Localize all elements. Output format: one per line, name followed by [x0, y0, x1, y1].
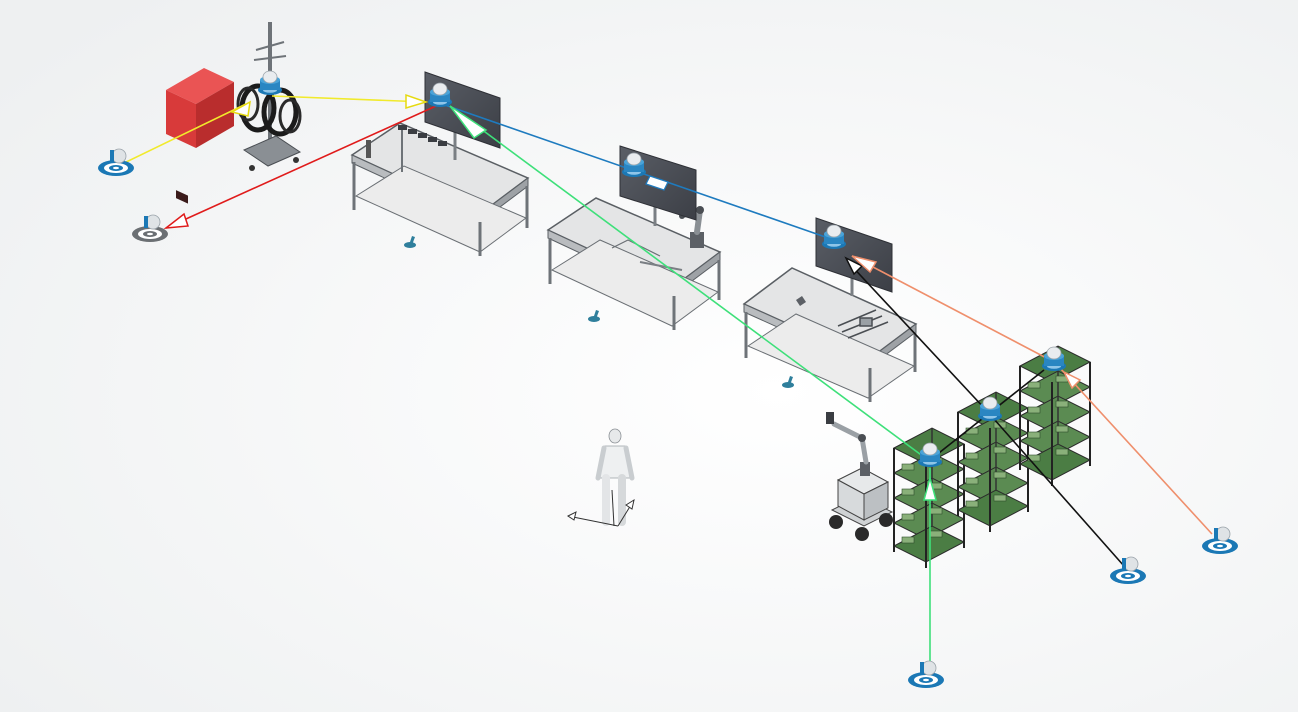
- rotation-gizmo-icon[interactable]: [567, 489, 635, 527]
- flow-line-yellow-main: [271, 95, 427, 103]
- tool-trays: [398, 125, 447, 146]
- flow-arrow-black: [844, 256, 864, 276]
- flow-line-green-diagonal: [449, 105, 929, 461]
- flow-line-orange-source: [1059, 367, 1213, 535]
- red-cabinet[interactable]: [166, 68, 234, 204]
- flow-arrow-yellow-2: [229, 100, 251, 117]
- fixture-rails: [837, 309, 889, 339]
- flow-arrow-green: [449, 105, 488, 140]
- human-worker[interactable]: [595, 428, 635, 526]
- flow-line-orange-main: [851, 255, 1055, 363]
- flow-connections: [121, 93, 1213, 664]
- flow-line-yellow-source: [121, 103, 247, 165]
- workbench-3[interactable]: [742, 267, 918, 402]
- flow-arrow-red: [163, 212, 190, 229]
- flow-line-black-2: [847, 261, 987, 411]
- flow-line-black-1: [985, 409, 1125, 567]
- mobile-robot[interactable]: [826, 412, 894, 541]
- flow-arrow-yellow: [405, 93, 429, 110]
- flow-arrow-orange: [851, 255, 878, 274]
- flow-line-red: [165, 105, 437, 229]
- workbench-1[interactable]: [350, 118, 530, 256]
